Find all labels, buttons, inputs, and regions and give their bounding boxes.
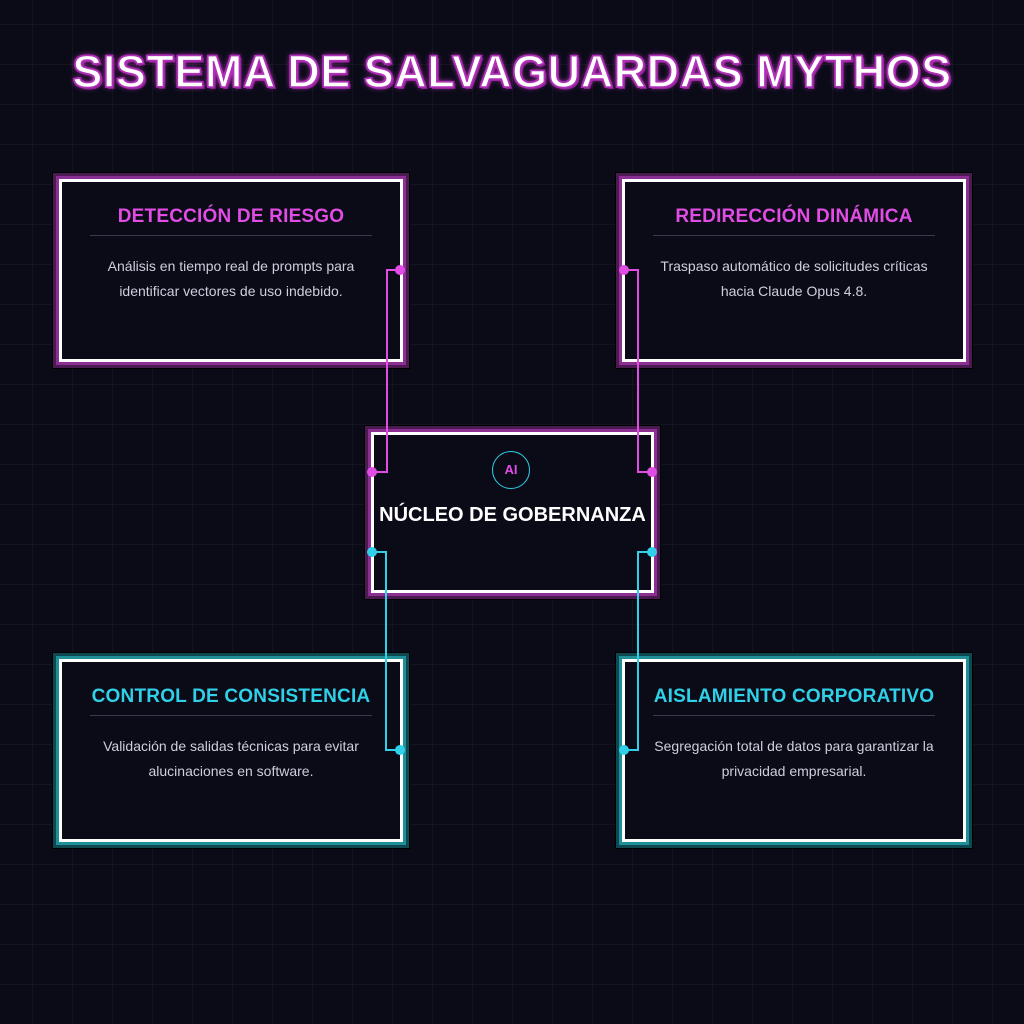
governance-core: AI NÚCLEO DE GOBERNANZA <box>371 432 654 593</box>
module-title: REDIRECCIÓN DINÁMICA <box>675 206 913 227</box>
module-description: Segregación total de datos para garantiz… <box>654 738 934 779</box>
ai-badge-icon: AI <box>492 451 530 489</box>
module-title: AISLAMIENTO CORPORATIVO <box>653 686 935 707</box>
module-title: DETECCIÓN DE RIESGO <box>117 206 345 227</box>
module-title: CONTROL DE CONSISTENCIA <box>91 686 371 707</box>
module-corporate-isolation: AISLAMIENTO CORPORATIVO Segregación tota… <box>622 659 966 842</box>
module-consistency-control: CONTROL DE CONSISTENCIA Validación de sa… <box>59 659 403 842</box>
module-divider <box>653 715 935 716</box>
module-description: Validación de salidas técnicas para evit… <box>103 738 359 779</box>
module-divider <box>90 235 372 236</box>
core-title: NÚCLEO DE GOBERNANZA <box>379 504 646 526</box>
module-divider <box>90 715 372 716</box>
module-risk-detection: DETECCIÓN DE RIESGO Análisis en tiempo r… <box>59 179 403 362</box>
module-divider <box>653 235 935 236</box>
module-dynamic-redirection: REDIRECCIÓN DINÁMICA Traspaso automático… <box>622 179 966 362</box>
module-description: Traspaso automático de solicitudes críti… <box>660 258 928 299</box>
diagram-title: SISTEMA DE SALVAGUARDAS MYTHOS <box>72 45 952 98</box>
module-description: Análisis en tiempo real de prompts para … <box>107 258 355 299</box>
